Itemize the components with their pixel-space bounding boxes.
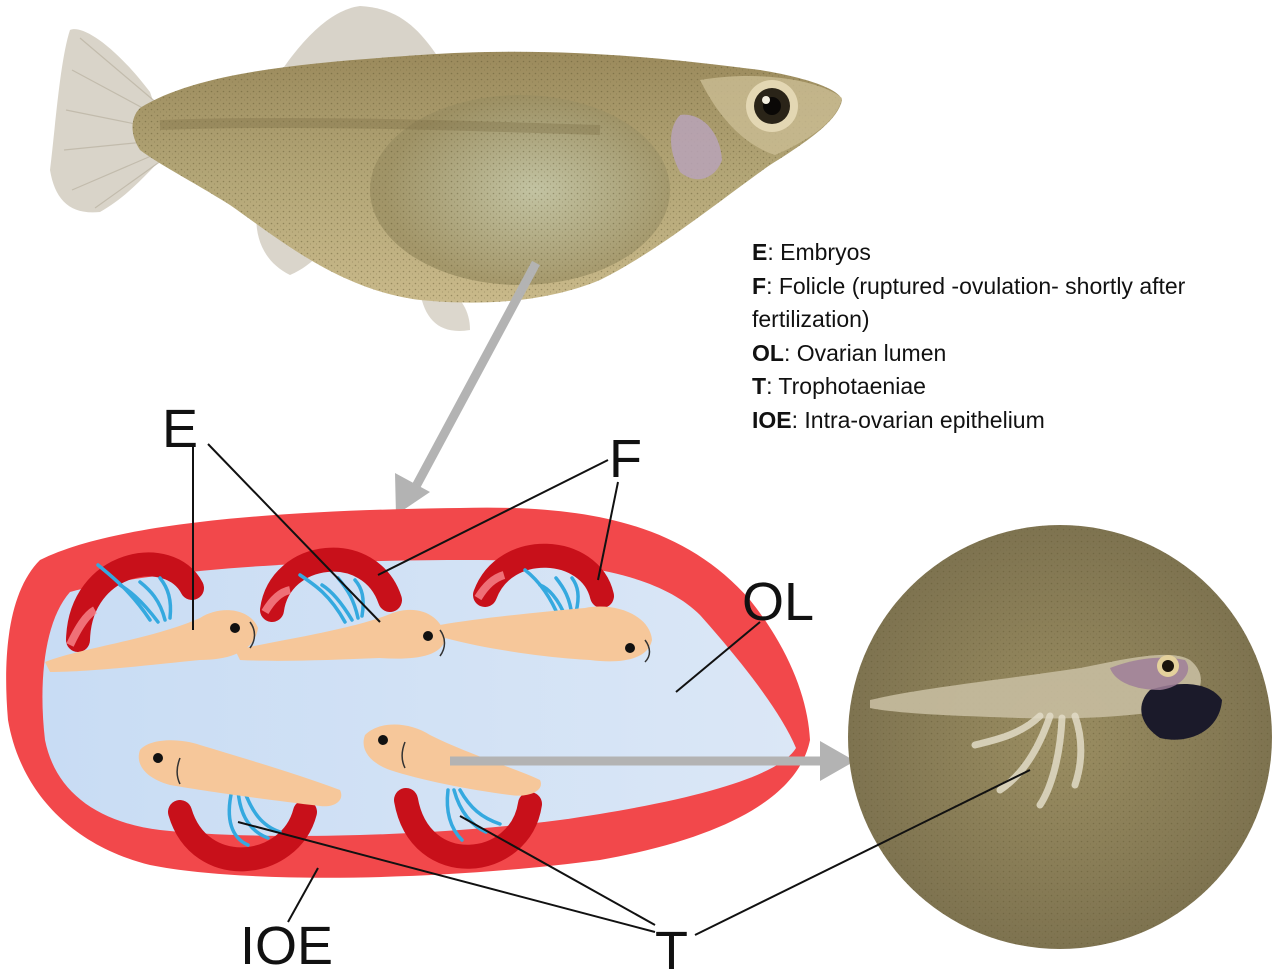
embryo-gill-lines [176,621,651,785]
legend: E: Embryos F: Folicle (ruptured -ovulati… [752,236,1280,437]
ovary-schematic [6,507,811,878]
label-ol: OL [742,572,814,632]
arrow-fish-to-ovary [395,260,540,515]
arrow-embryo-to-photo [450,741,855,781]
legend-item-ioe: IOE: Intra-ovarian epithelium [752,406,1045,433]
follicle-rim [66,571,506,647]
legend-item-trophotaeniae: T: Trophotaeniae [752,373,926,399]
label-e: E [162,399,198,459]
follicle-lower [168,788,542,872]
leader-lines [192,443,1031,936]
legend-item-embryos: E: Embryos [752,239,871,265]
label-t: T [655,921,688,969]
embryo-eyes [153,623,635,763]
label-f: F [609,429,642,489]
legend-item-ovarian-lumen: OL: Ovarian lumen [752,339,947,366]
embryo-photo [848,525,1272,949]
legend-item-follicle: F: Folicle (ruptured -ovulation- shortly… [752,272,1186,333]
trophotaeniae [96,563,580,847]
label-ioe: IOE [240,916,333,969]
adult-fish-image [50,6,842,331]
ovarian-lumen [42,560,796,836]
